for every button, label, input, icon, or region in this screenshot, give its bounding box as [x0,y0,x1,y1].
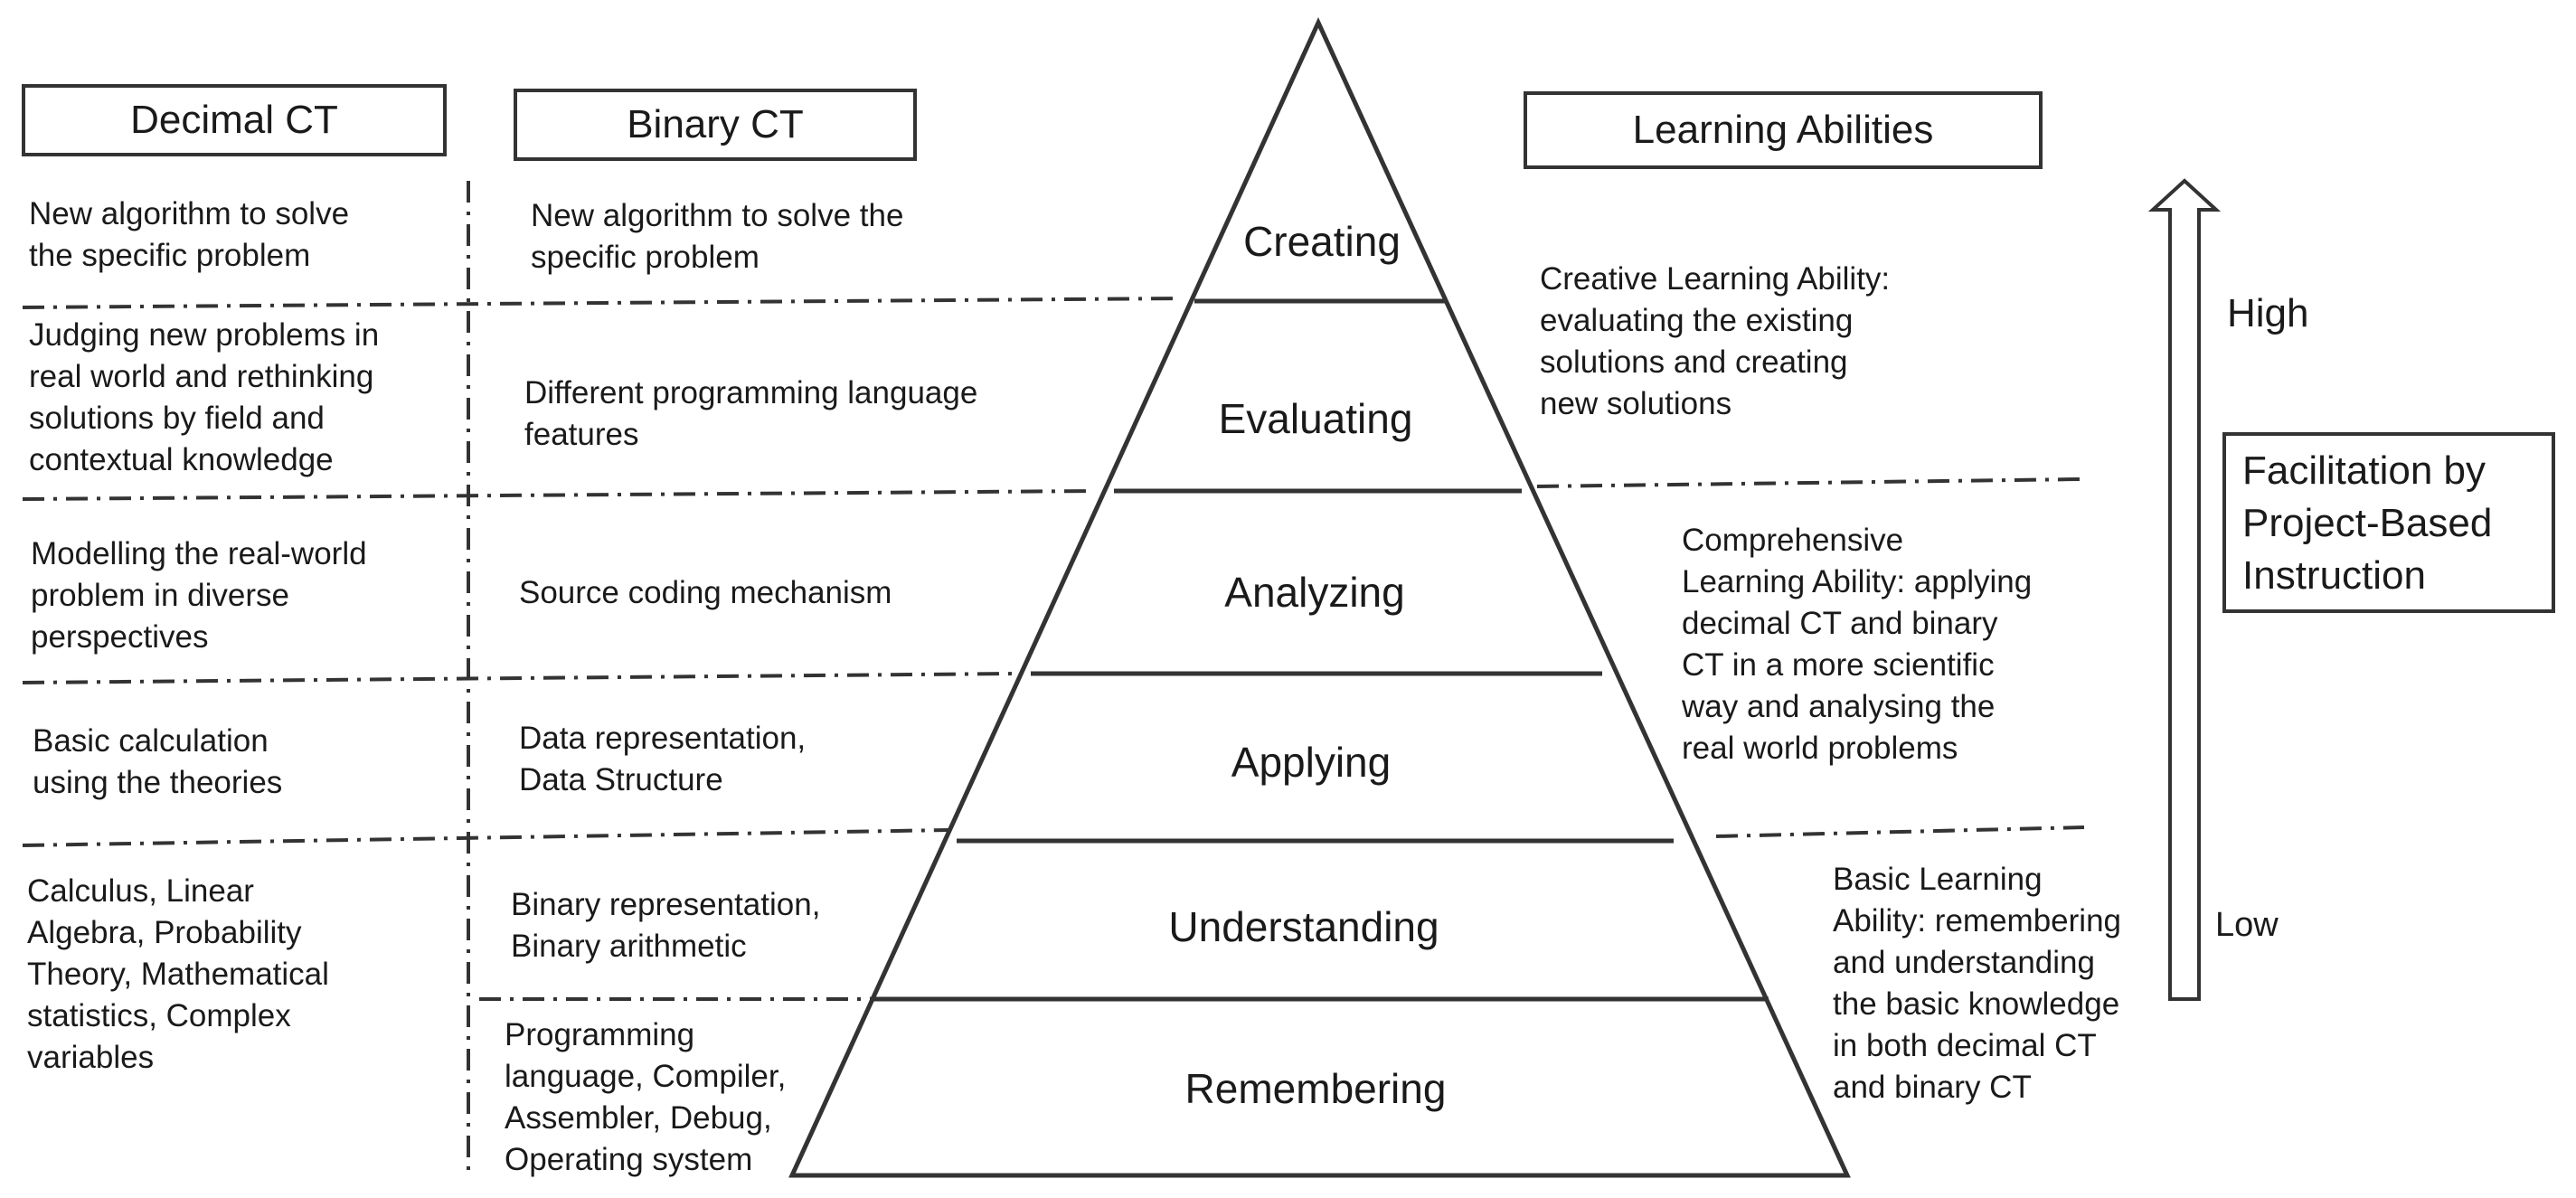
text-line: decimal CT and binary [1682,606,1998,641]
text-line: problem in diverse [31,578,289,613]
text-line: solutions by field and [29,401,325,436]
basic-learning-ability: Basic Learning Ability: remembering and … [1833,859,2121,1108]
decimal-ct-understanding-remembering: Calculus, Linear Algebra, Probability Th… [27,871,329,1079]
text-line: features [524,417,639,452]
scale-low-label: Low [2215,906,2279,944]
binary-ct-understanding: Binary representation, Binary arithmetic [511,884,820,967]
text-line: CT in a more scientific [1682,647,1995,683]
text-line: language, Compiler, [505,1059,787,1094]
scale-high-label: High [2227,291,2309,335]
text-line: Different programming language [524,375,978,410]
learning-abilities-header: Learning Abilities [1524,91,2043,169]
text-line: and binary CT [1833,1070,2032,1105]
decimal-ct-creating: New algorithm to solve the specific prob… [29,193,349,277]
text-line: Instruction [2242,553,2426,598]
comprehensive-learning-ability: Comprehensive Learning Ability: applying… [1682,520,2032,769]
binary-ct-header: Binary CT [514,89,917,161]
text-line: statistics, Complex [27,998,291,1033]
binary-ct-creating: New algorithm to solve the specific prob… [531,195,903,278]
text-line: Creative Learning Ability: [1540,261,1891,297]
decimal-ct-applying: Basic calculation using the theories [33,721,282,804]
text-line: Theory, Mathematical [27,957,329,992]
text-line: Binary arithmetic [511,929,747,964]
text-line: Modelling the real-world [31,536,367,571]
text-line: new solutions [1540,386,1732,421]
text-line: using the theories [33,765,283,800]
text-line: in both decimal CT [1833,1028,2097,1063]
text-line: Operating system [505,1142,753,1177]
level-creating: Creating [1243,218,1401,265]
binary-ct-analyzing: Source coding mechanism [519,572,892,614]
binary-ct-remembering: Programming language, Compiler, Assemble… [505,1014,786,1181]
text-line: Calculus, Linear [27,873,254,909]
text-line: Source coding mechanism [519,575,892,610]
text-line: Assembler, Debug, [505,1100,772,1136]
pyramid-level-lines [870,298,1769,1002]
text-line: Basic Learning [1833,862,2043,897]
text-line: Judging new problems in [29,317,380,353]
decimal-ct-analyzing: Modelling the real-world problem in dive… [31,533,367,658]
decimal-ct-header: Decimal CT [22,84,447,156]
pyramid-outline [788,16,1851,1178]
text-line: Data representation, [519,721,807,756]
binary-ct-evaluating: Different programming language features [524,373,977,456]
level-analyzing: Analyzing [1224,569,1405,616]
text-line: and understanding [1833,945,2095,980]
level-applying: Applying [1231,739,1392,786]
level-understanding: Understanding [1168,903,1439,950]
text-line: solutions and creating [1540,344,1848,380]
text-line: way and analysing the [1682,689,1996,724]
up-arrow-icon [2147,178,2222,1001]
text-line: the specific problem [29,238,311,273]
text-line: Basic calculation [33,723,269,759]
text-line: Programming [505,1017,695,1052]
level-evaluating: Evaluating [1218,395,1413,442]
text-line: Ability: remembering [1833,903,2121,939]
binary-ct-applying: Data representation, Data Structure [519,718,806,801]
text-line: specific problem [531,240,760,275]
text-line: real world and rethinking [29,359,374,394]
text-line: real world problems [1682,731,1958,766]
text-line: Learning Ability: applying [1682,564,2033,599]
row-separators [22,297,2085,1001]
facilitation-box: Facilitation by Project-Based Instructio… [2222,432,2555,613]
level-remembering: Remembering [1184,1065,1447,1112]
text-line: evaluating the existing [1540,303,1854,338]
text-line: New algorithm to solve [29,196,350,231]
text-line: Facilitation by [2242,448,2486,493]
text-line: Binary representation, [511,887,821,922]
text-line: Data Structure [519,762,723,797]
text-line: Algebra, Probability [27,915,302,950]
decimal-ct-evaluating: Judging new problems in real world and r… [29,315,379,481]
creative-learning-ability: Creative Learning Ability: evaluating th… [1540,259,1890,425]
text-line: perspectives [31,619,209,655]
text-line: Project-Based [2242,501,2493,545]
text-line: New algorithm to solve the [531,198,904,233]
text-line: Comprehensive [1682,523,1904,558]
text-line: the basic knowledge [1833,986,2120,1022]
text-line: contextual knowledge [29,442,334,477]
text-line: variables [27,1040,155,1075]
